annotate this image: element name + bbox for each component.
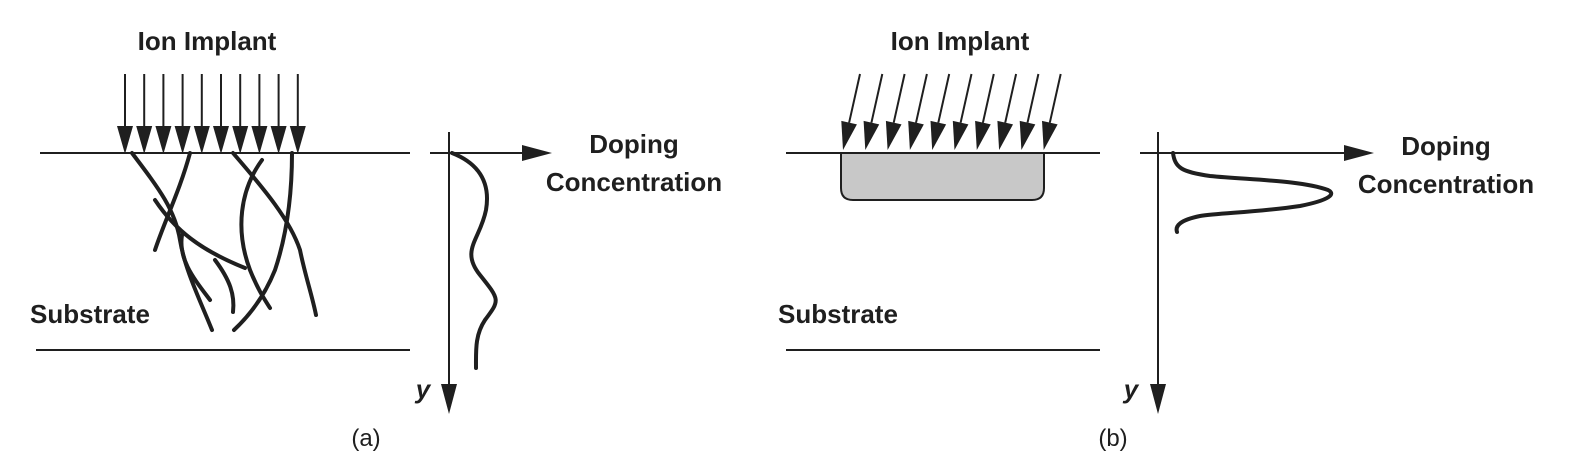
ion-arrow-head [289,126,306,154]
panel-a-y-axis-arrowhead [441,384,457,414]
ion-trajectory [153,198,247,270]
panel-b-title: Ion Implant [891,26,1030,56]
ion-arrow-shaft [1004,73,1018,123]
panel-a-x-axis-label-line2: Concentration [546,167,722,197]
ion-arrow-shaft [937,73,951,123]
ion-arrow-head [952,120,969,150]
panel-a-ion-trajectories [130,151,318,332]
ion-trajectory [232,151,294,332]
panel-b-implanted-region [840,152,1045,201]
ion-arrow-head [997,120,1014,150]
ion-arrow-head [270,126,287,154]
ion-arrow-shaft [981,73,995,123]
ion-arrow-head [930,120,947,150]
ion-arrow-shaft [870,73,884,123]
panel-a: Ion Implant Substrate Doping Concentrati… [30,26,722,452]
ion-arrow-head [863,120,880,150]
ion-trajectory [239,158,272,310]
ion-arrow-head [213,126,229,154]
panel-b-y-axis-arrowhead [1150,384,1166,414]
panel-a-y-axis-label: y [414,374,432,404]
panel-a-caption: (a) [351,425,380,452]
panel-b-doping-profile-curve [1171,151,1334,234]
ion-arrow-shaft [959,73,973,123]
ion-arrow-head [174,126,191,154]
panel-b-ion-arrows [841,73,1062,150]
ion-arrow-shaft [892,73,906,123]
ion-arrow-head [1019,120,1036,150]
ion-arrow-shaft [1026,73,1040,123]
ion-arrow-head [1042,120,1058,150]
panel-b-caption: (b) [1098,425,1127,452]
panel-a-ion-arrows [117,74,306,154]
ion-arrow-head [232,126,249,154]
panel-b-y-axis-label: y [1122,374,1140,404]
panel-a-x-axis-arrowhead [522,145,552,161]
ion-trajectory [153,151,192,252]
panel-b-x-axis-label-line2: Concentration [1358,169,1534,199]
ion-trajectory [213,258,236,314]
panel-b-x-axis-label-line1: Doping [1401,131,1491,161]
panel-b: Ion Implant Substrate Doping Concentrati… [778,26,1534,452]
panel-a-x-axis-label-line1: Doping [589,129,679,159]
ion-arrow-shaft [915,73,928,123]
panel-a-doping-profile-curve [450,151,498,370]
panel-b-x-axis-arrowhead [1344,145,1374,161]
panel-a-substrate-label: Substrate [30,299,150,329]
ion-arrow-head [136,126,153,154]
panel-a-title: Ion Implant [138,26,277,56]
ion-arrow-head [975,120,991,150]
ion-arrow-shaft [848,73,861,123]
panel-b-substrate-label: Substrate [778,299,898,329]
ion-trajectory [231,151,318,317]
ion-arrow-head [117,126,133,154]
ion-trajectory [179,233,212,302]
ion-arrow-shaft [1048,73,1062,123]
ion-arrow-head [193,126,210,154]
ion-arrow-head [841,120,857,150]
ion-arrow-head [885,120,902,150]
ion-arrow-head [155,126,172,154]
ion-arrow-head [251,126,268,154]
ion-arrow-head [908,120,924,150]
